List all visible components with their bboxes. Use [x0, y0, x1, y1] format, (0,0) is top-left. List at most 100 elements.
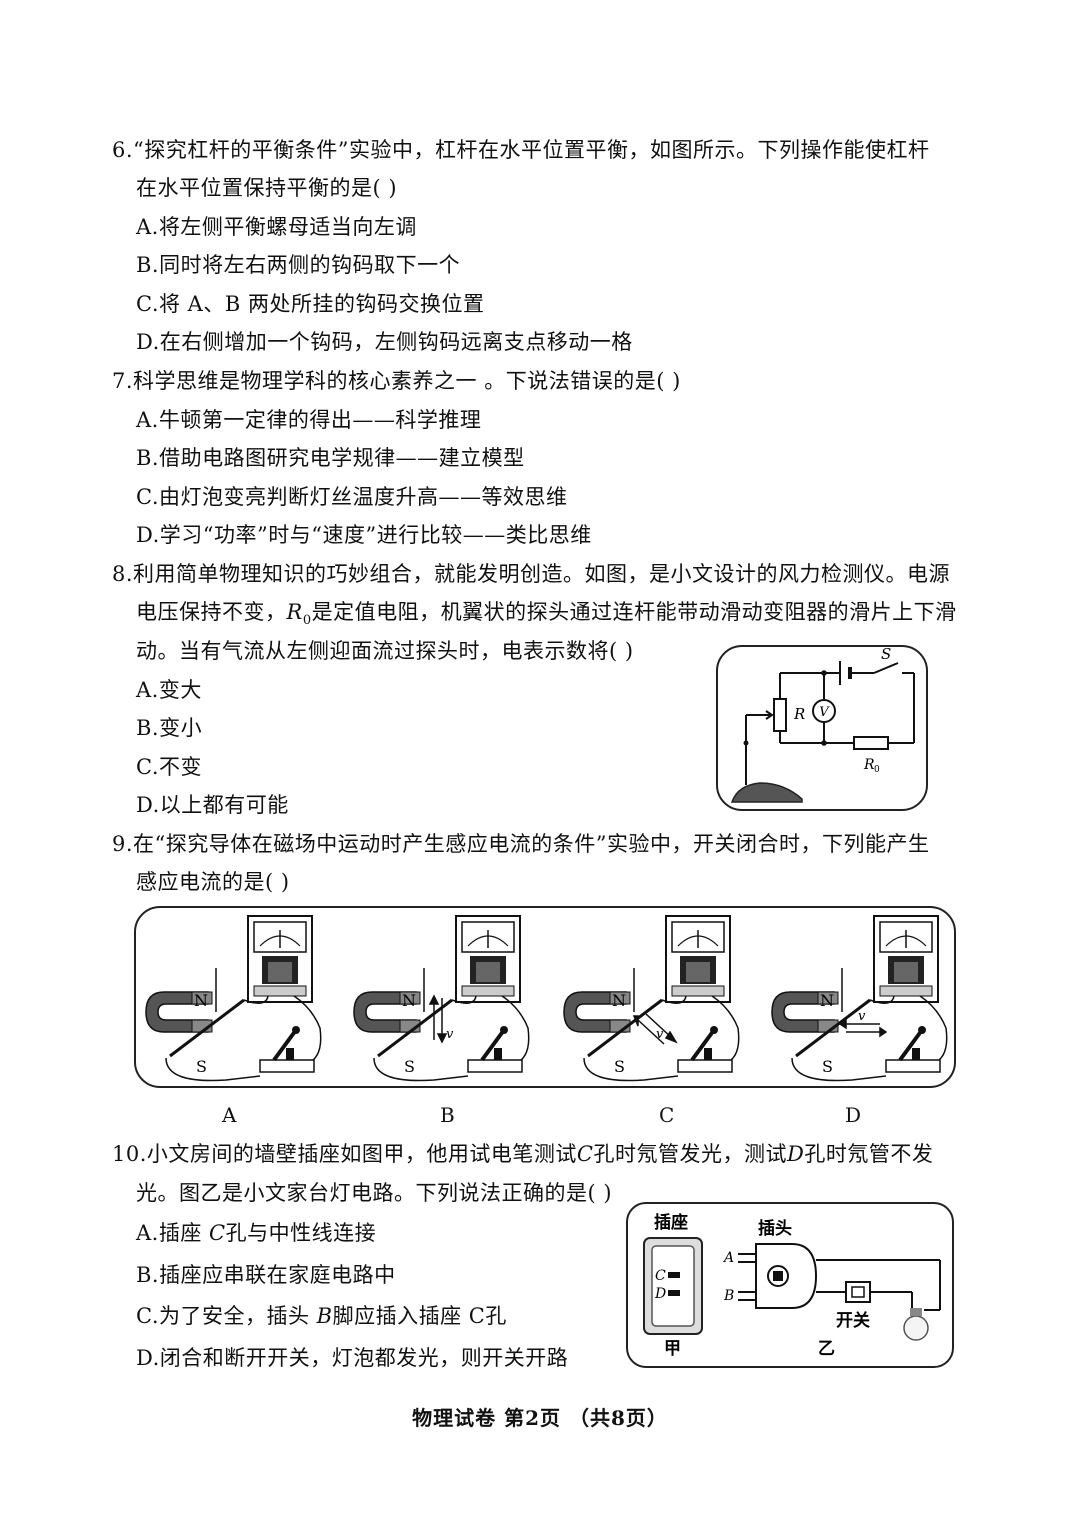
magnet-south-label: S: [196, 1057, 207, 1076]
q8-circuit-figure: V S R R 0: [716, 645, 928, 811]
knife-switch-icon: [677, 1026, 733, 1073]
q6-option-a: A.将左侧平衡螺母适当向左调: [136, 215, 417, 239]
q9-panel-c: N Sv: [563, 915, 740, 1082]
knife-switch-icon: [467, 1026, 523, 1073]
knife-switch-icon: [259, 1026, 315, 1073]
switch-label-text: 开关: [836, 1310, 870, 1331]
magnet-north-label: N: [402, 991, 416, 1010]
wire-right: [293, 995, 322, 1065]
galvanometer-icon: [247, 915, 313, 1003]
q8-stem-line3: 动。当有气流从左侧迎面流过探头时，电表示数将( ): [136, 639, 634, 663]
magnet-south-label: S: [614, 1057, 625, 1076]
galvanometer-icon: [455, 915, 521, 1003]
q8-r0-symbol: R: [286, 600, 303, 624]
knife-switch-icon: [885, 1026, 941, 1073]
galvanometer-icon: [873, 915, 939, 1003]
q6-stem-line1: 6.“探究杠杆的平衡条件”实验中，杠杆在水平位置平衡，如图所示。下列操作能使杠杆: [112, 138, 930, 162]
q8-option-a: A.变大: [136, 678, 202, 702]
magnet-north-label: N: [612, 991, 626, 1010]
velocity-arrow-icon: [632, 1013, 678, 1045]
conductor-rod: [169, 998, 245, 1058]
velocity-label: v: [858, 1009, 866, 1024]
conductor-rod: [795, 998, 871, 1058]
q8-line2-part2: 是定值电阻，机翼状的探头通过连杆能带动滑动变阻器的滑片上下滑: [311, 600, 957, 624]
magnet-south-label: S: [404, 1057, 415, 1076]
voltmeter-icon: [812, 699, 836, 723]
plug-title: 插头: [758, 1218, 792, 1239]
q10-option-a-part1: A.插座: [136, 1221, 210, 1245]
q10-option-a-part2: 孔与中性线连接: [225, 1221, 377, 1245]
q10-hole-c: C: [576, 1142, 594, 1166]
q9-stem-line2: 感应电流的是( ): [136, 870, 290, 894]
rheostat-label: R: [793, 705, 805, 723]
q10-option-d: D.闭合和断开开关，灯泡都发光，则开关开路: [136, 1346, 569, 1370]
wire-lower: [165, 1057, 261, 1082]
q9-panel-a: NS: [145, 915, 322, 1082]
socket-hole-d: D: [654, 1286, 666, 1302]
plug-label-yi: 乙: [818, 1339, 835, 1359]
wing-probe-icon: [730, 782, 803, 803]
voltmeter-label: V: [819, 705, 830, 720]
q10-option-a-italic: C: [209, 1221, 226, 1245]
horseshoe-magnet-icon: [771, 991, 839, 1033]
q8-r0-subscript: 0: [302, 613, 312, 629]
q10-option-c: C.为了安全，插头 B脚应插入插座 C孔: [136, 1302, 507, 1330]
lamp-icon: [903, 1315, 929, 1341]
velocity-arrow-icon: [428, 994, 448, 1044]
q8-option-d: D.以上都有可能: [136, 793, 289, 817]
page-footer: 物理试卷 第2页 （共8页）: [412, 1406, 668, 1430]
q7-option-d: D.学习“功率”时与“速度”进行比较——类比思维: [136, 523, 592, 547]
wire-lower: [583, 1057, 679, 1082]
q10-option-c-italic: B: [316, 1304, 333, 1328]
q6-option-d: D.在右侧增加一个钩码，左侧钩码远离支点移动一格: [136, 330, 633, 354]
q10-option-b: B.插座应串联在家庭电路中: [136, 1263, 396, 1287]
q9-stem-line1: 9.在“探究导体在磁场中运动时产生感应电流的条件”实验中，开关闭合时，下列能产生: [112, 832, 930, 856]
wire-right: [919, 995, 948, 1065]
velocity-label: v: [446, 1027, 454, 1042]
q10-line1-part1: 10.小文房间的墙壁插座如图甲，他用试电笔测试: [112, 1142, 577, 1166]
q10-line1-part2: 孔时氖管发光，测试: [593, 1142, 787, 1166]
q10-line1-part3: 孔时氖管不发: [804, 1142, 934, 1166]
r0-label-subscript: 0: [874, 765, 880, 775]
q9-label-c: C: [659, 1103, 675, 1127]
plug-icon: [738, 1243, 818, 1309]
socket-hole-c: C: [655, 1268, 666, 1284]
q8-stem-line2: 电压保持不变，R0是定值电阻，机翼状的探头通过连杆能带动滑动变阻器的滑片上下滑: [136, 598, 957, 635]
q10-hole-d: D: [786, 1142, 805, 1166]
q10-stem-line1: 10.小文房间的墙壁插座如图甲，他用试电笔测试C孔时氖管发光，测试D孔时氖管不发: [112, 1140, 933, 1168]
plug-pin-b: B: [723, 1288, 734, 1304]
switch-label: S: [881, 647, 891, 663]
plug-pin-a: A: [722, 1250, 734, 1266]
q6-stem-line2: 在水平位置保持平衡的是( ): [136, 176, 398, 200]
q7-option-b: B.借助电路图研究电学规律——建立模型: [136, 446, 525, 470]
q7-stem: 7.科学思维是物理学科的核心素养之一 。下说法错误的是( ): [112, 369, 681, 393]
q8-stem-line1: 8.利用简单物理知识的巧妙组合，就能发明创造。如图，是小文设计的风力检测仪。电源: [112, 562, 951, 586]
q10-option-c-part1: C.为了安全，插头: [136, 1304, 317, 1328]
q8-line2-part1: 电压保持不变，: [136, 600, 287, 624]
wire-right: [711, 995, 740, 1065]
q8-circuit-diagram: V S R R 0: [730, 645, 915, 803]
velocity-label: v: [656, 1027, 664, 1042]
wire-right: [501, 995, 530, 1065]
q8-option-c: C.不变: [136, 755, 202, 779]
socket-title: 插座: [654, 1212, 688, 1233]
velocity-arrow-icon: [838, 1018, 888, 1038]
conductor-rod: [587, 998, 663, 1058]
r0-label: R: [863, 757, 875, 773]
q10-socket-diagram: 插座 C D 甲 插头 A B 开关 乙: [643, 1212, 941, 1359]
q9-label-b: B: [440, 1103, 455, 1127]
q10-socket-figure: 插座 C D 甲 插头 A B 开关 乙: [626, 1202, 954, 1368]
q6-option-b: B.同时将左右两侧的钩码取下一个: [136, 253, 461, 277]
q10-option-c-part2: 脚应插入插座 C孔: [332, 1304, 507, 1328]
q9-panel-b: N Sv: [353, 915, 530, 1082]
q10-option-a: A.插座 C孔与中性线连接: [136, 1219, 376, 1247]
wire-lower: [373, 1057, 469, 1082]
q7-option-c: C.由灯泡变亮判断灯丝温度升高——等效思维: [136, 485, 568, 509]
magnet-south-label: S: [822, 1057, 833, 1076]
socket-label-jia: 甲: [664, 1339, 681, 1359]
magnet-north-label: N: [820, 991, 834, 1010]
conductor-rod: [377, 998, 453, 1058]
q6-option-c: C.将 A、B 两处所挂的钩码交换位置: [136, 292, 485, 316]
